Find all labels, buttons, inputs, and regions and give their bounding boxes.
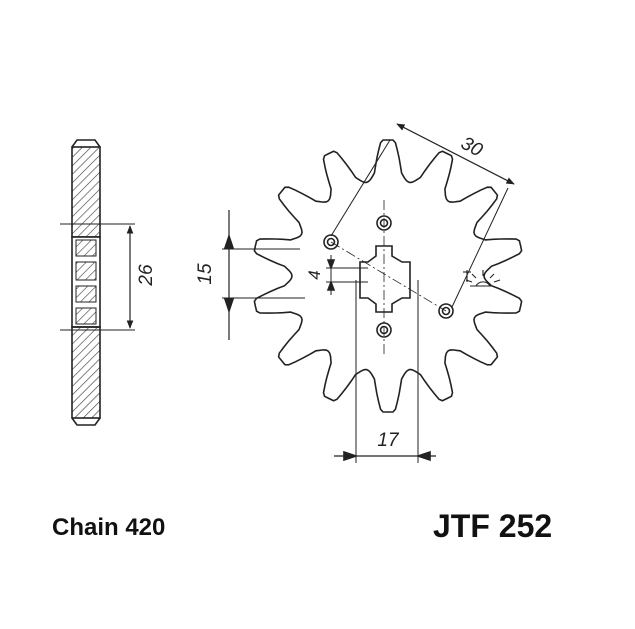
pitch-dimension-line xyxy=(396,123,515,185)
surface-finish-symbol xyxy=(463,270,501,287)
side-view-hub-hatch-2 xyxy=(75,261,97,281)
side-view xyxy=(60,139,135,426)
spline-width-label: 4 xyxy=(305,270,324,279)
mounting-hole-top xyxy=(376,215,392,231)
mounting-hole-left xyxy=(323,234,339,250)
side-view-hub-hatch-3 xyxy=(75,285,97,303)
side-view-top-cap xyxy=(71,139,101,148)
front-view xyxy=(222,123,523,463)
side-view-upper-section xyxy=(71,146,101,238)
part-number: JTF 252 xyxy=(433,508,553,544)
side-view-hub-hatch-4 xyxy=(75,307,97,325)
side-height-label: 26 xyxy=(136,264,157,287)
chain-label: Chain 420 xyxy=(52,514,166,541)
hub-offset-label: 15 xyxy=(195,263,216,285)
side-view-bottom-cap xyxy=(71,417,101,426)
side-view-lower-section xyxy=(71,326,101,419)
side-view-hub-hatch-1 xyxy=(75,239,97,257)
bore-label: 17 xyxy=(377,430,400,451)
mounting-hole-right xyxy=(438,303,454,319)
spline-bore xyxy=(359,245,411,313)
